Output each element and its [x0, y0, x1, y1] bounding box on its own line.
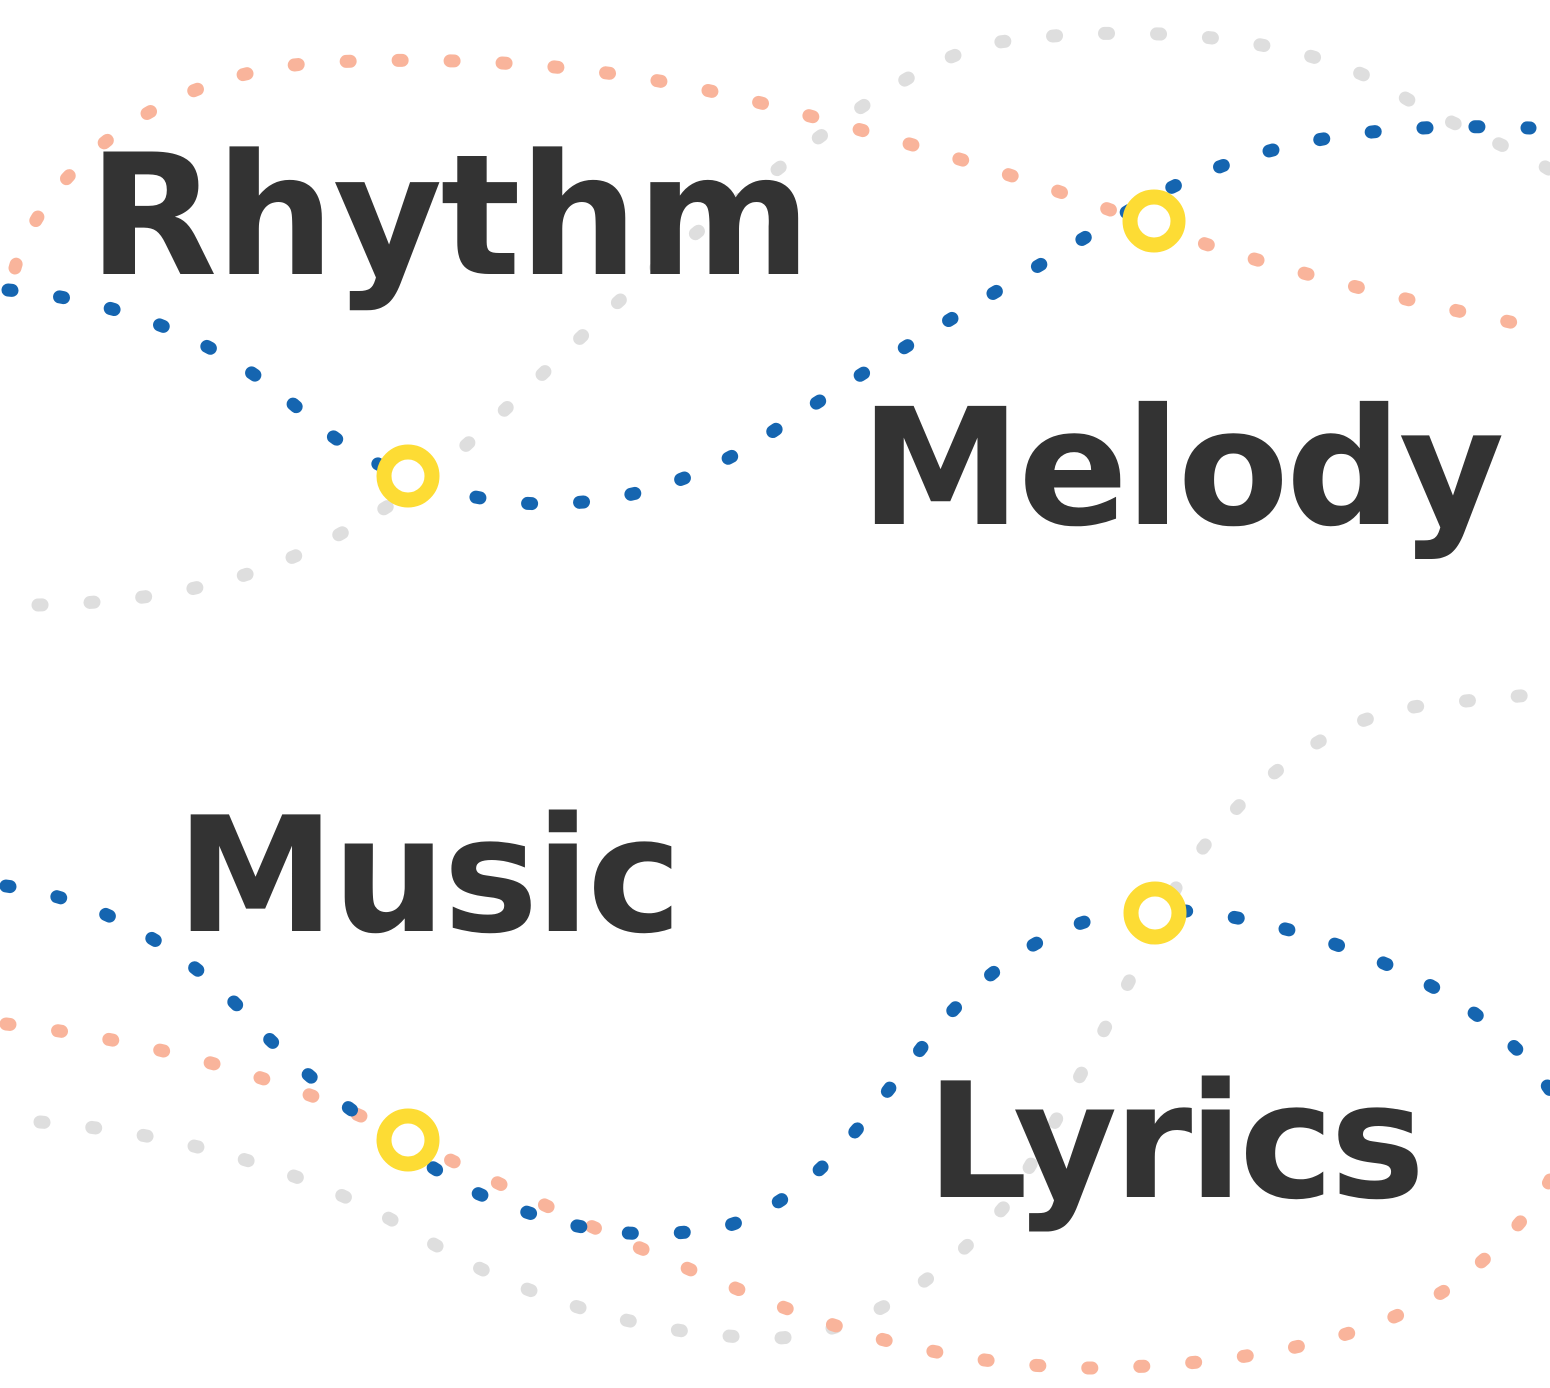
ring-icon	[1123, 881, 1187, 945]
blue-wave-top	[1, 120, 1537, 511]
word-music: Music	[176, 782, 682, 969]
orange-wave-top	[8, 53, 1532, 332]
blue-wave-bottom	[0, 879, 1550, 1241]
word-melody: Melody	[860, 375, 1504, 563]
word-rhythm: Rhythm	[88, 118, 811, 314]
ring-icon	[1122, 189, 1186, 253]
gray-wave-top	[31, 26, 1550, 612]
ring-icon	[376, 1108, 440, 1172]
word-lyrics: Lyrics	[926, 1048, 1425, 1235]
ring-icon	[376, 444, 440, 508]
